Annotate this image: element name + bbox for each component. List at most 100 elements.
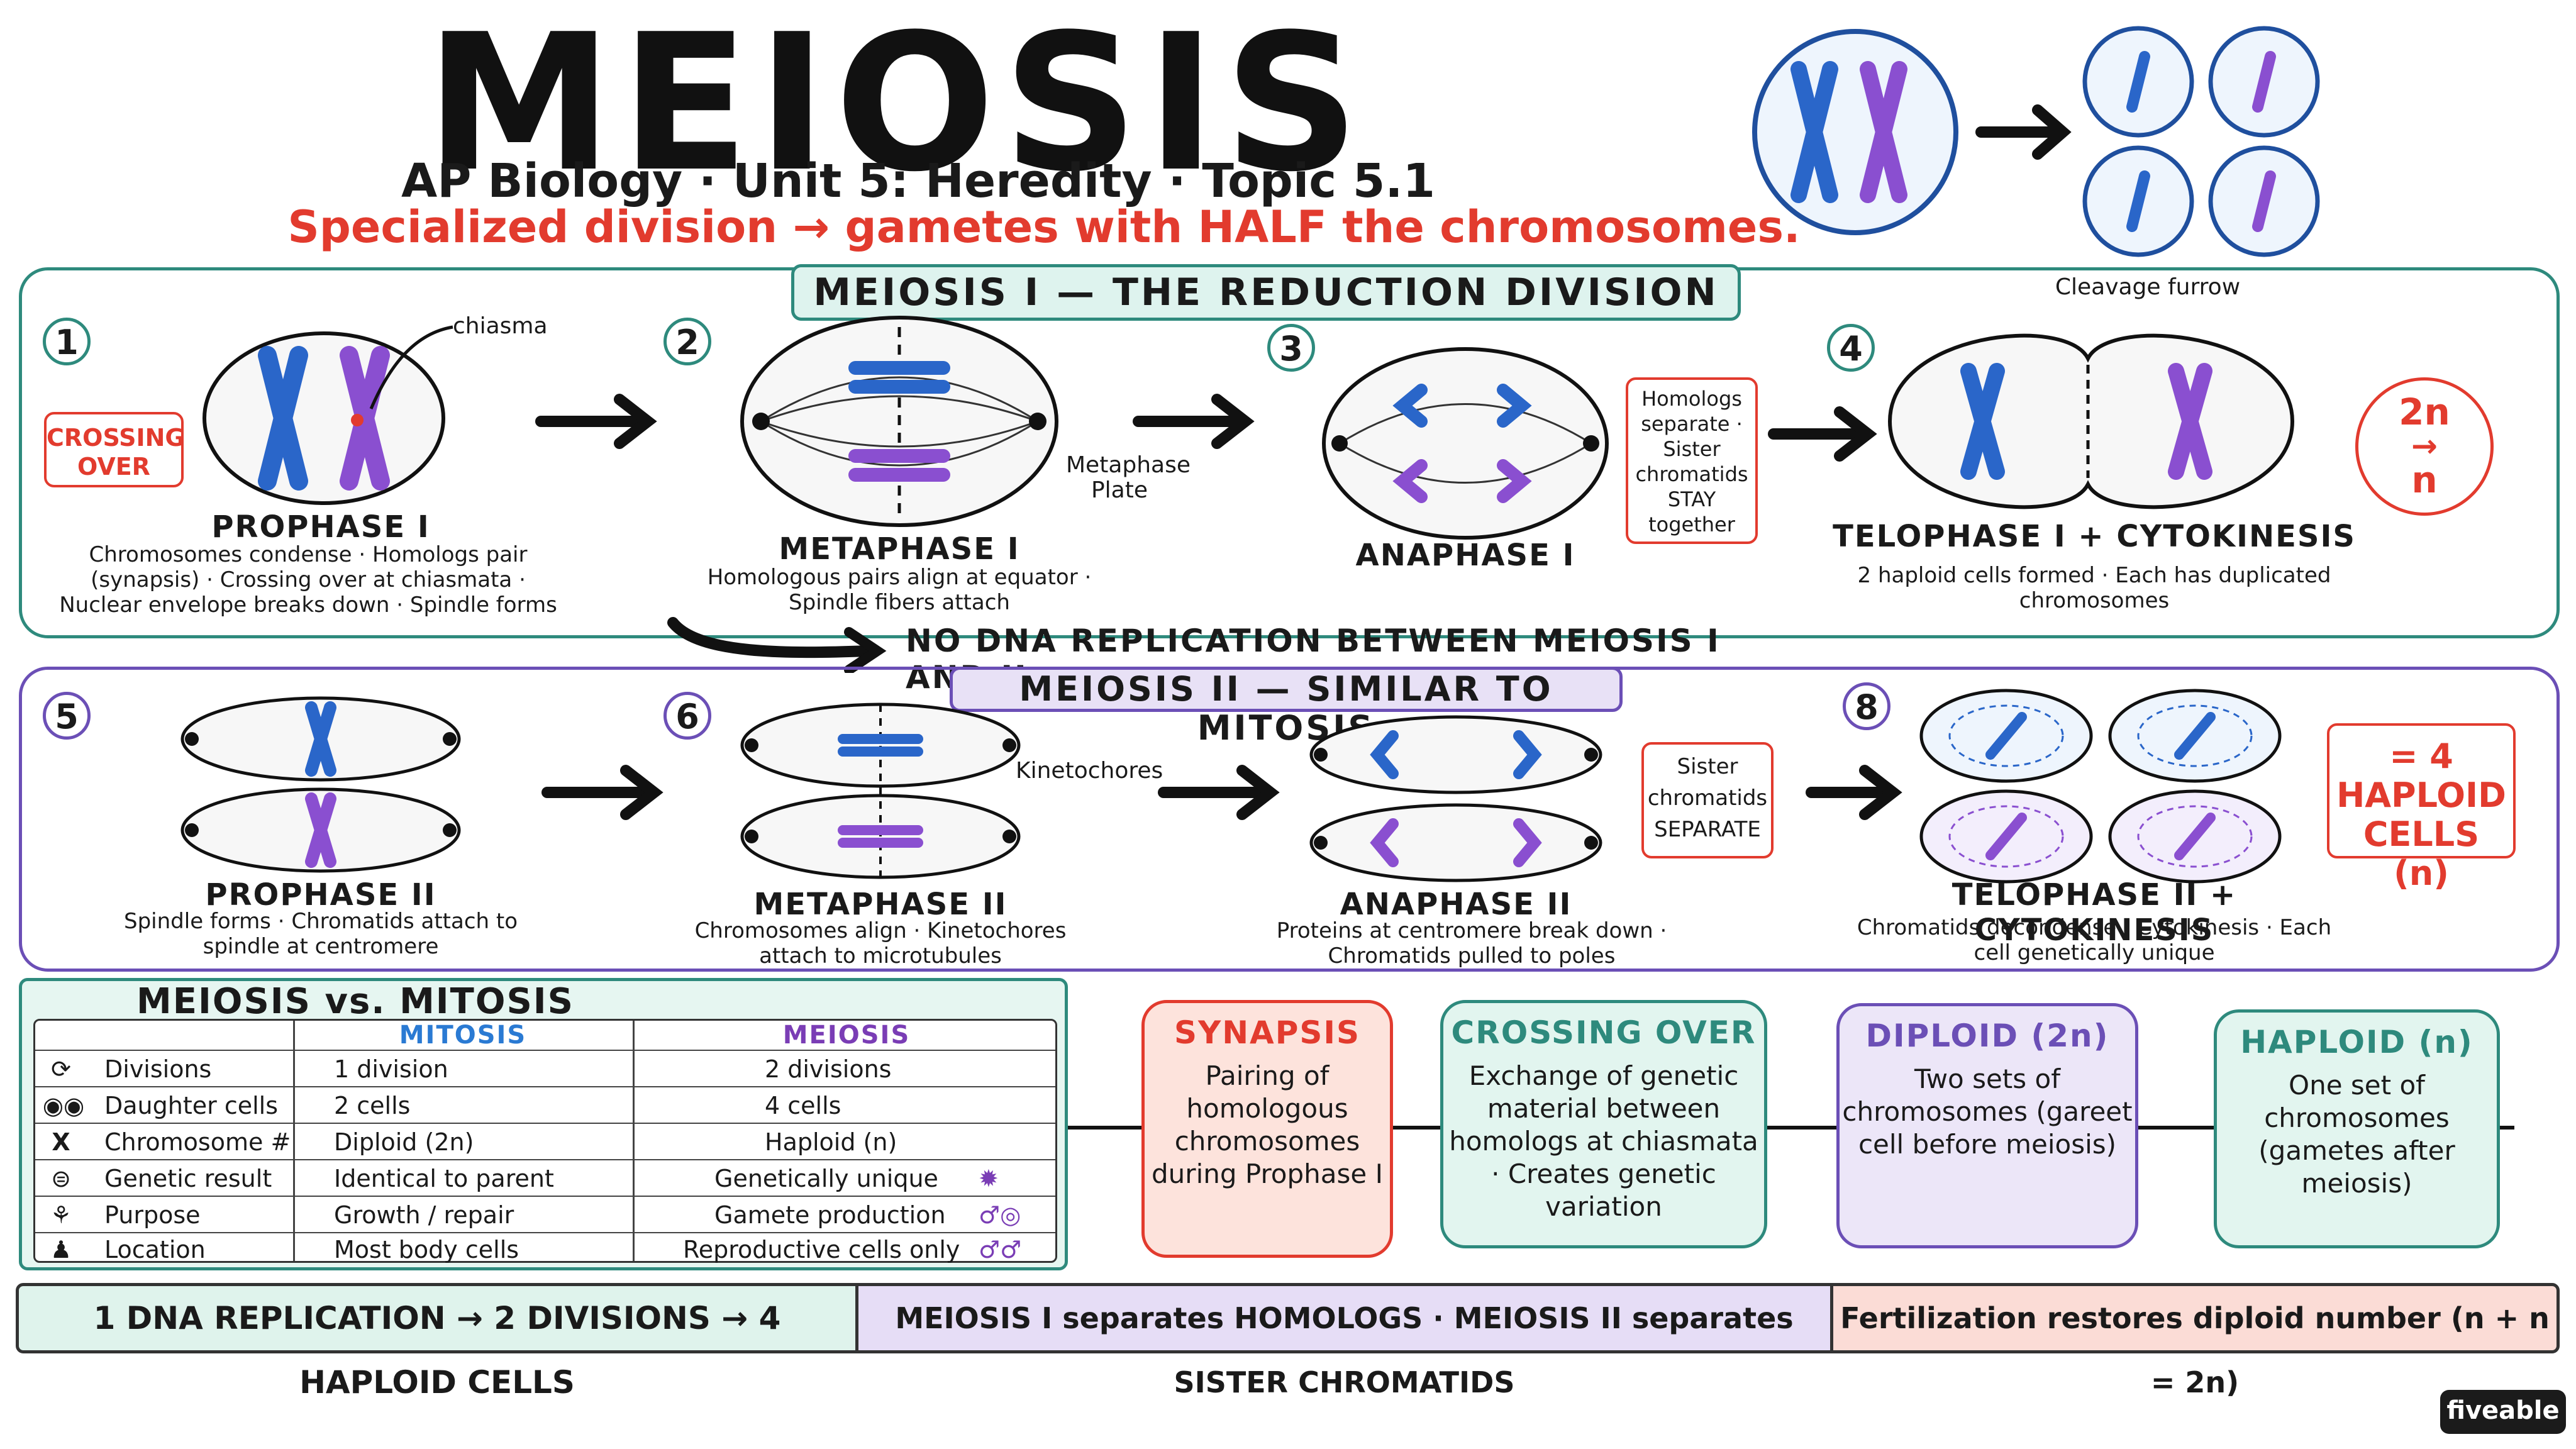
page-tagline: Specialized division → gametes with HALF… (287, 201, 1801, 253)
summary-segment-2: MEIOSIS I separates HOMOLOGS · MEIOSIS I… (855, 1283, 1833, 1399)
no-dna-arrow-icon (667, 617, 887, 673)
definition-title: SYNAPSIS (1174, 1014, 1361, 1051)
stage-desc-6: Chromosomes align · Kinetochores attach … (694, 918, 1067, 969)
meiosis-value: Gamete production (714, 1201, 946, 1229)
stage-desc-5: Spindle forms · Chromatids attach to spi… (124, 909, 518, 959)
comparison-title: MEIOSIS vs. MITOSIS (136, 981, 574, 1022)
table-row: ⟳ Divisions 1 division 2 divisions (35, 1050, 1055, 1087)
stage-number-4: 4 (1827, 324, 1875, 372)
definition-title: HAPLOID (n) (2240, 1024, 2473, 1060)
chromosome-icon: X (52, 1128, 70, 1156)
homologs-note: Homologs separate · Sister chromatids ST… (1626, 377, 1758, 544)
anaphase-2-illustration (1309, 715, 1602, 882)
mitosis-value: 1 division (334, 1055, 448, 1083)
cells-icon: ◉◉ (42, 1092, 85, 1119)
anaphase-1-illustration (1322, 347, 1609, 540)
equals-icon: ⊜ (51, 1165, 71, 1192)
person-icon: ♟ (50, 1236, 72, 1263)
metaphase-1-illustration (740, 316, 1058, 527)
diploid-cell-icon (1752, 29, 1958, 235)
definition-title: DIPLOID (2n) (1865, 1018, 2109, 1054)
comparison-table: MITOSIS MEIOSIS ⟳ Divisions 1 division 2… (33, 1019, 1057, 1263)
arrow-7-8-icon (1806, 765, 1902, 820)
cleavage-furrow-label: Cleavage furrow (2055, 274, 2241, 300)
summary-segment-1: 1 DNA REPLICATION → 2 DIVISIONS → 4 HAPL… (16, 1283, 858, 1401)
arrow-5-6-icon (541, 765, 663, 820)
row-label: Purpose (104, 1201, 201, 1229)
chiasma-point-icon (351, 414, 364, 426)
summary-segment-3: Fertilization restores diploid number (n… (1830, 1283, 2560, 1399)
ploidy-bottom: n (2411, 458, 2438, 501)
haploid-result-badge: = 4 HAPLOID CELLS (n) (2327, 723, 2516, 893)
meiosis-2-banner: MEIOSIS II — SIMILAR TO MITOSIS (950, 667, 1623, 748)
daughter-purple-chromosome-icon (2168, 363, 2212, 480)
chiasma-label: chiasma (453, 313, 548, 339)
definition-body: One set of chromosomes (gametes after me… (2258, 1070, 2455, 1199)
table-row: ⚘ Purpose Growth / repair Gamete product… (35, 1196, 1055, 1233)
table-row: ◉◉ Daughter cells 2 cells 4 cells (35, 1086, 1055, 1124)
definition-body: Two sets of chromosomes (gareet cell bef… (1842, 1063, 2133, 1160)
stage-name-4: TELOPHASE I + CYTOKINESIS (1833, 519, 2356, 554)
row-label: Divisions (104, 1055, 212, 1083)
mitosis-value: Growth / repair (334, 1201, 514, 1229)
table-row: X Chromosome # Diploid (2n) Haploid (n) (35, 1123, 1055, 1160)
stage-name-3: ANAPHASE I (1355, 538, 1575, 573)
meiosis-value: Haploid (n) (765, 1128, 897, 1156)
chiasma-pointer-icon (369, 325, 453, 409)
row-label: Daughter cells (104, 1092, 279, 1119)
cycle-icon: ⟳ (51, 1055, 71, 1083)
telophase-1-illustration (1887, 333, 2295, 509)
table-row: ⊜ Genetic result Identical to parent Gen… (35, 1159, 1055, 1197)
stage-desc-7: Proteins at centromere break down · Chro… (1276, 918, 1667, 969)
meiosis-value: 2 divisions (765, 1055, 892, 1083)
mitosis-value: Identical to parent (334, 1165, 554, 1192)
definition-connector-line (1068, 1126, 2514, 1130)
pair-purple-icon (848, 449, 950, 482)
metaphase-plate-label: Metaphase Plate (1066, 452, 1191, 503)
definition-title: CROSSING OVER (1451, 1014, 1757, 1051)
metaphase-2-illustration (740, 702, 1021, 880)
stage-number-1: 1 (43, 318, 91, 365)
stage-number-2: 2 (663, 318, 711, 365)
stage-name-2: METAPHASE I (779, 531, 1020, 567)
blue-chromosome-icon (1790, 61, 1838, 203)
homolog-moving-right-icon (1497, 384, 1532, 428)
synapsis-card: SYNAPSIS Pairing of homologous chromosom… (1141, 1000, 1393, 1258)
meiosis-value: 4 cells (765, 1092, 841, 1119)
homolog-purple-icon (340, 346, 390, 491)
stage-name-1: PROPHASE I (211, 509, 430, 545)
prophase-1-illustration (203, 325, 453, 505)
meiosis-value: Genetically unique (714, 1165, 938, 1192)
telophase-2-illustration (1919, 689, 2282, 884)
stage-desc-4: 2 haploid cells formed · Each has duplic… (1857, 563, 2331, 613)
page-subtitle: AP Biology · Unit 5: Heredity · Topic 5.… (401, 154, 1435, 208)
gamete-cells-icon (2082, 26, 2320, 257)
stage-number-6: 6 (663, 692, 711, 740)
stage-number-5: 5 (43, 692, 91, 740)
mitosis-value: Most body cells (334, 1236, 519, 1263)
centrosome-left-icon (752, 413, 770, 430)
definition-body: Pairing of homologous chromosomes during… (1152, 1060, 1383, 1189)
meiosis-value: Reproductive cells only (683, 1236, 960, 1263)
stage-name-8: TELOPHASE II + CYTOKINESIS (1951, 877, 2237, 948)
haploid-card: HAPLOID (n) One set of chromosomes (game… (2214, 1009, 2500, 1248)
row-label: Location (104, 1236, 206, 1263)
kinetochores-label: Kinetochores (1016, 758, 1163, 784)
page-title: MEIOSIS (425, 0, 1367, 213)
stage-name-7: ANAPHASE II (1340, 887, 1572, 922)
header-arrowhead-icon (2032, 104, 2072, 160)
comparison-table-card: MEIOSIS vs. MITOSIS MITOSIS MEIOSIS ⟳ Di… (19, 978, 1068, 1270)
mitosis-value: Diploid (2n) (334, 1128, 474, 1156)
star-icon: ✹ (979, 1165, 999, 1192)
homolog-moving-left-icon (1392, 384, 1428, 428)
stage-desc-8: Chromatids decondense · Cytokinesis · Ea… (1857, 915, 2332, 965)
ploidy-top: 2n (2399, 391, 2450, 433)
header-illustration (1752, 26, 2320, 257)
row-label: Chromosome # (104, 1128, 291, 1156)
meiosis-col-header: MEIOSIS (782, 1021, 911, 1050)
gamete-icon: ♂◎ (979, 1201, 1021, 1229)
definition-body: Exchange of genetic material between hom… (1449, 1060, 1758, 1222)
sister-chromatids-note: Sister chromatids SEPARATE (1641, 742, 1774, 858)
stage-number-8: 8 (1843, 682, 1890, 730)
arrow-2-3-icon (1133, 394, 1255, 449)
